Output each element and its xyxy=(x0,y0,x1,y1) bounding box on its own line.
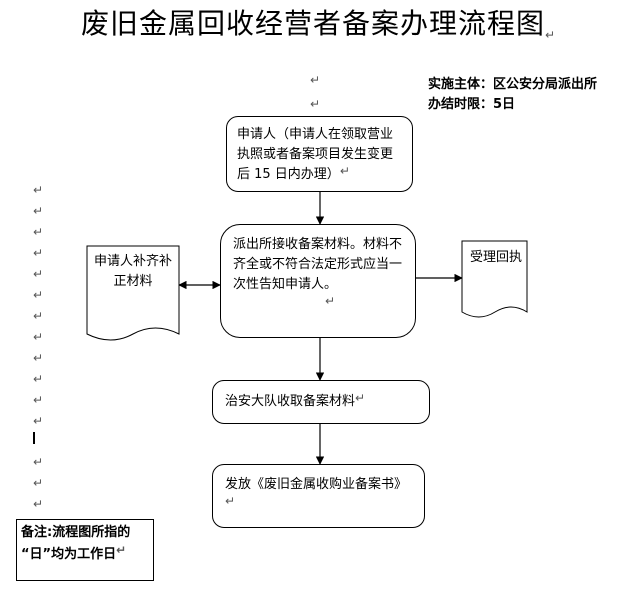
paragraph-mark: ↵ xyxy=(325,294,336,308)
paragraph-mark: ↵ xyxy=(33,497,44,511)
paragraph-mark: ↵ xyxy=(544,28,557,42)
paragraph-mark: ↵ xyxy=(33,246,44,260)
supplement-document-shape xyxy=(86,245,180,341)
note-box: 备注:流程图所指的 “日”均为工作日↵ xyxy=(16,519,154,581)
paragraph-mark: ↵ xyxy=(33,204,44,218)
paragraph-mark: ↵ xyxy=(33,225,44,239)
police-station-box: 派出所接收备案材料。材料不齐全或不符合法定形式应当一次性告知申请人。↵ xyxy=(220,224,416,338)
paragraph-mark: ↵ xyxy=(225,494,236,508)
paragraph-mark: ↵ xyxy=(310,97,321,111)
paragraph-mark: ↵ xyxy=(355,391,366,405)
paragraph-mark: ↵ xyxy=(33,309,44,323)
paragraph-mark: ↵ xyxy=(33,288,44,302)
note-line-2: “日”均为工作日 xyxy=(21,547,117,562)
supplement-document: 申请人补齐补正材料 xyxy=(93,254,172,289)
paragraph-mark: ↵ xyxy=(33,476,44,490)
text-cursor xyxy=(33,432,35,444)
applicant-box: 申请人（申请人在领取营业执照或者备案项目发生变更后 15 日内办理）↵ xyxy=(226,116,413,192)
paragraph-mark: ↵ xyxy=(33,183,44,197)
security-team-box: 治安大队收取备案材料↵ xyxy=(212,380,430,424)
paragraph-mark: ↵ xyxy=(33,455,44,469)
receipt-document-shape xyxy=(461,240,528,318)
paragraph-mark: ↵ xyxy=(33,372,44,386)
issue-certificate-box: 发放《废旧金属收购业备案书》↵ xyxy=(212,464,425,528)
paragraph-mark: ↵ xyxy=(33,414,44,428)
implementing-body: 实施主体：区公安分局派出所 xyxy=(428,77,598,92)
paragraph-mark: ↵ xyxy=(339,164,350,178)
paragraph-mark: ↵ xyxy=(33,393,44,407)
receipt-document: 受理回执 xyxy=(470,250,523,265)
time-limit: 办结时限：5日 xyxy=(428,97,516,112)
note-line-1: 备注:流程图所指的 xyxy=(21,525,131,540)
page-title: 废旧金属回收经营者备案办理流程图↵ xyxy=(80,7,557,42)
paragraph-mark: ↵ xyxy=(116,543,127,557)
paragraph-mark: ↵ xyxy=(310,73,321,87)
paragraph-mark: ↵ xyxy=(33,351,44,365)
paragraph-mark: ↵ xyxy=(33,330,44,344)
paragraph-mark: ↵ xyxy=(33,267,44,281)
